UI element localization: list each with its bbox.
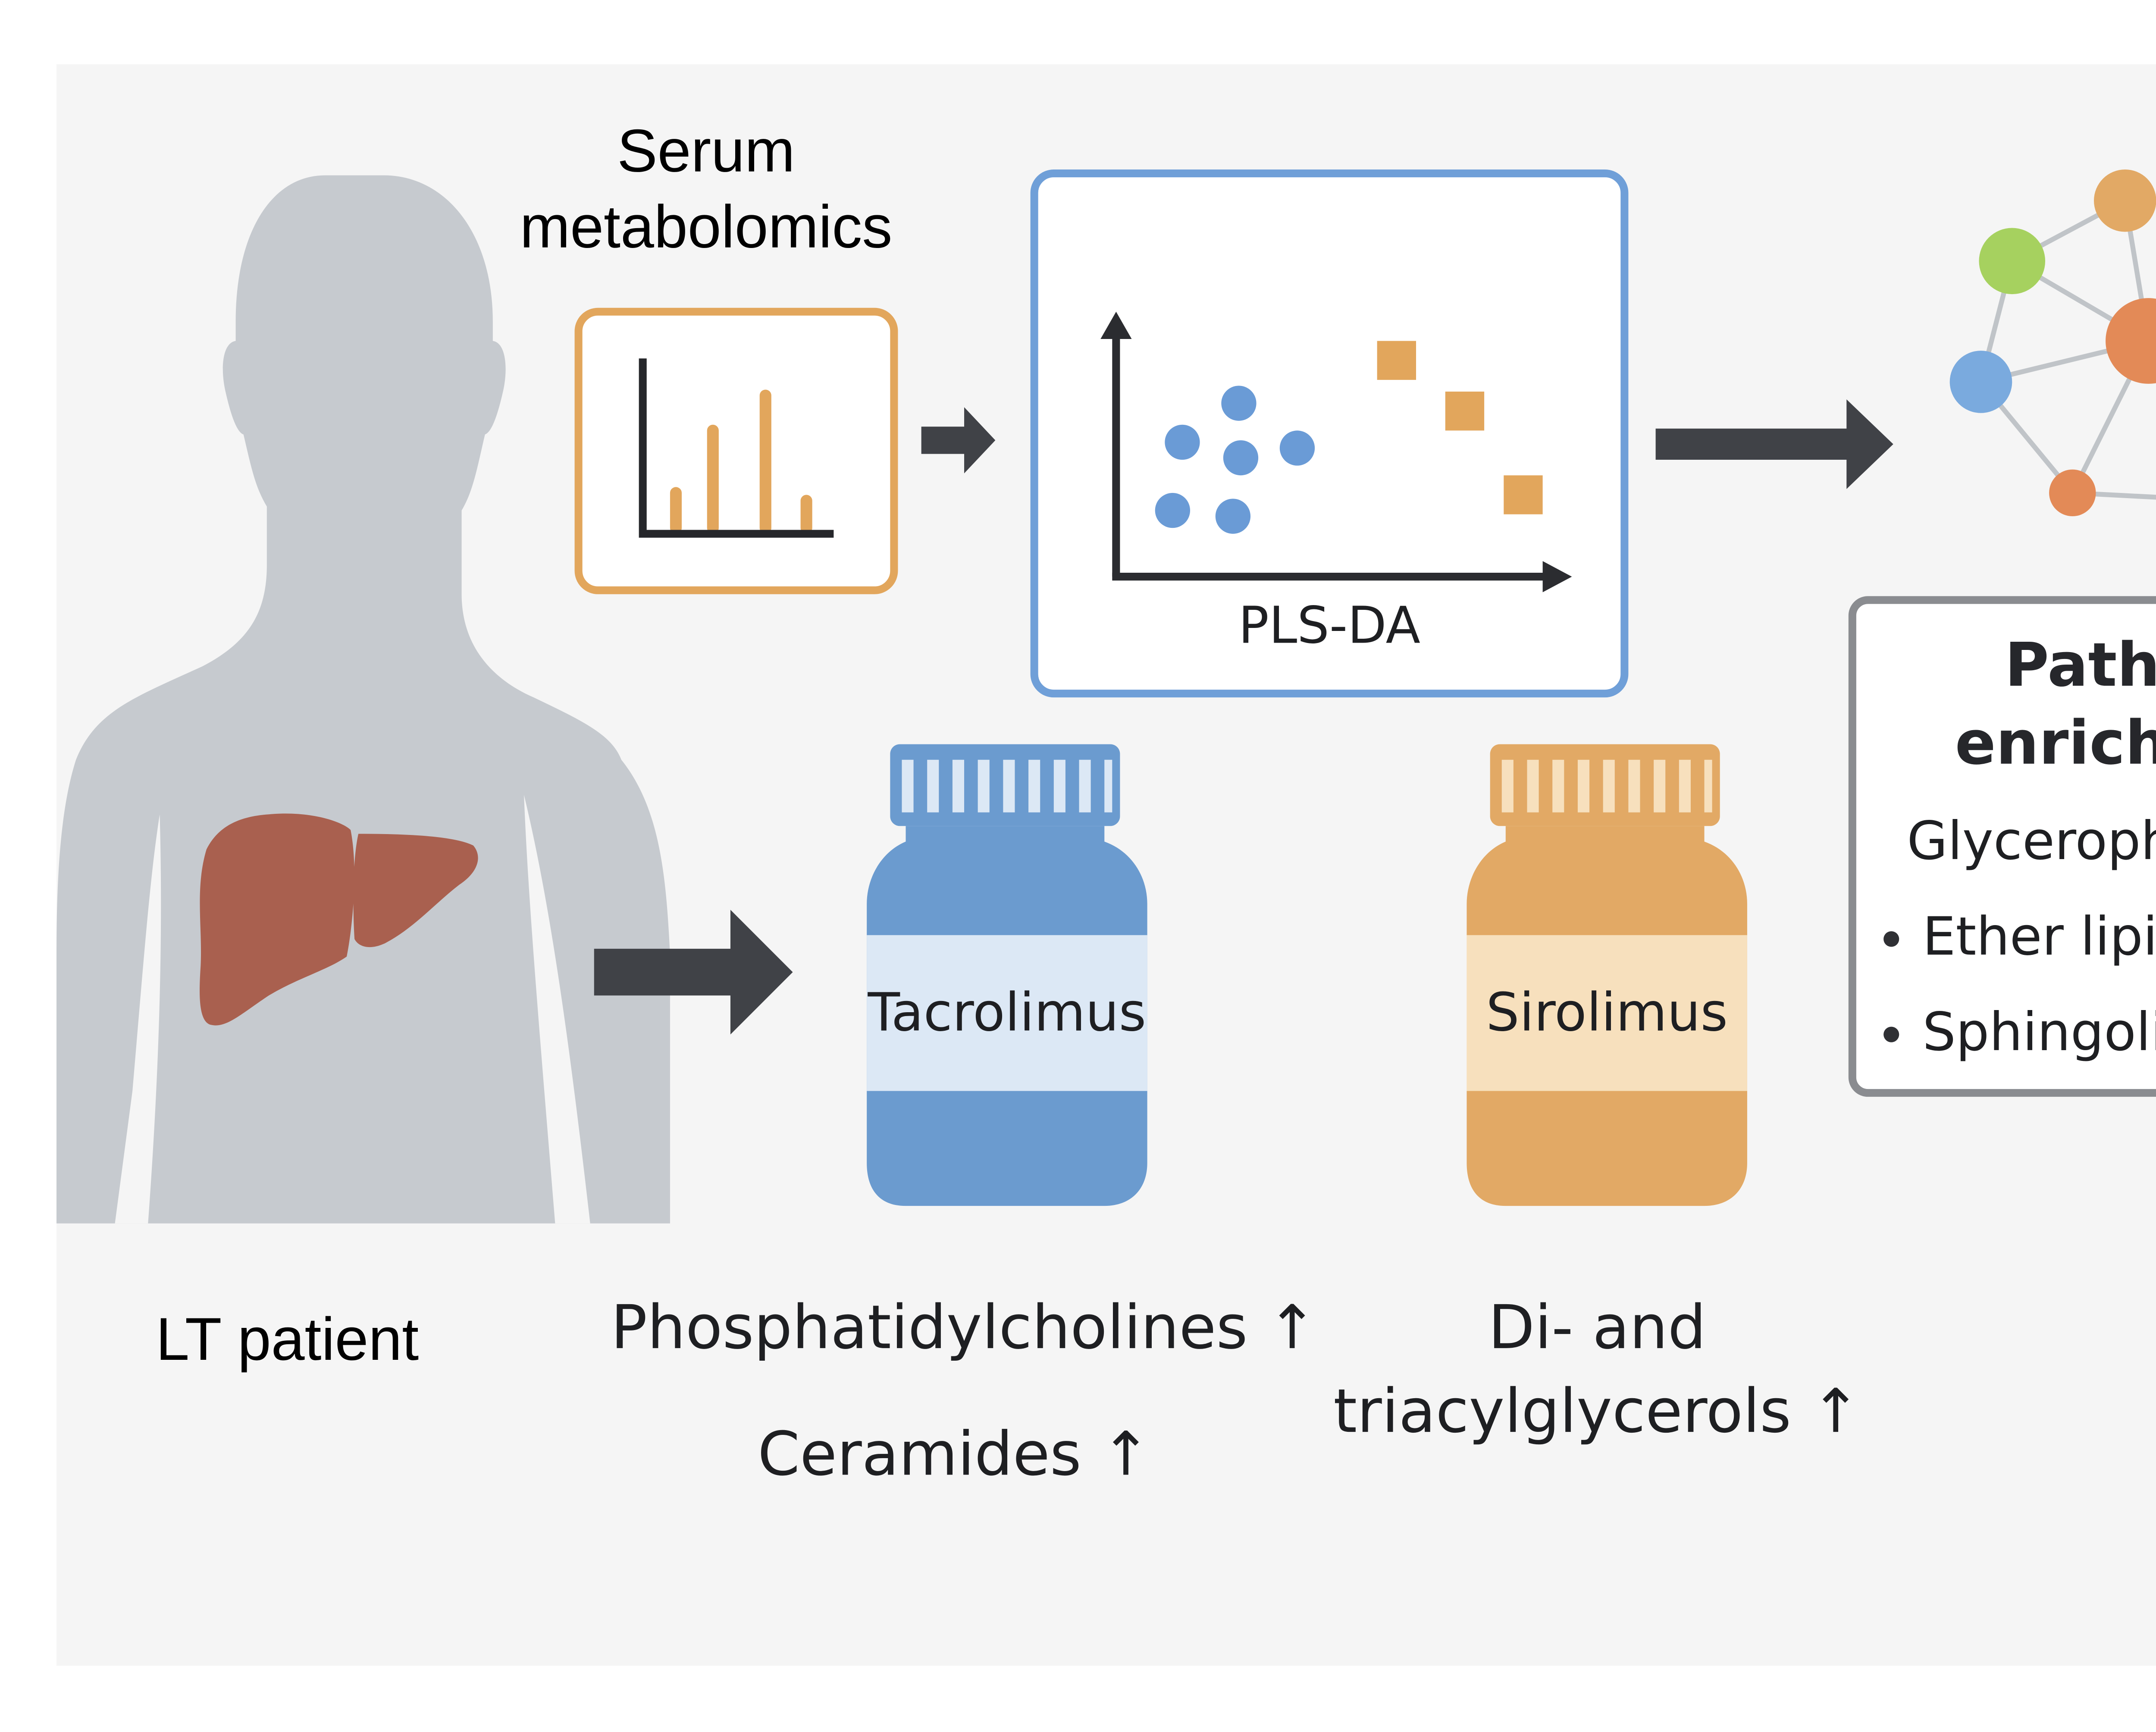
serum-metabolomics-box bbox=[574, 307, 898, 594]
scatter-point bbox=[1155, 493, 1191, 528]
bullet-icon bbox=[1883, 1026, 1899, 1042]
pathway-list: Glycerophospholipid Ether lipid Sphingol… bbox=[1856, 795, 2156, 1081]
pathway-item: Sphingolipid bbox=[1856, 986, 2156, 1081]
network-icon bbox=[1949, 169, 2156, 517]
serum-title-line-1: Serum bbox=[617, 117, 795, 185]
pill-bottle-icon bbox=[1467, 744, 1747, 1206]
bar-3 bbox=[759, 389, 771, 534]
pathway-title-line-2: enrichment bbox=[1955, 709, 2156, 779]
pathway-item-label: Ether lipid bbox=[1922, 908, 2156, 969]
tacrolimus-label: Tacrolimus bbox=[868, 982, 1147, 1043]
sirolimus-label: Sirolimus bbox=[1486, 982, 1728, 1043]
scatter-point bbox=[1165, 424, 1200, 460]
pill-bottle-icon bbox=[867, 744, 1147, 1206]
bar-4 bbox=[800, 495, 812, 534]
sirolimus-effect-line-2: triacylglycerols ↑ bbox=[1333, 1377, 1861, 1448]
tacrolimus-effect-2: Ceramides ↑ bbox=[758, 1420, 1151, 1490]
network-node bbox=[2094, 169, 2156, 232]
scatter-point bbox=[1215, 499, 1251, 534]
pathway-item: Glycerophospholipid bbox=[1856, 795, 2156, 890]
right-arrow-icon bbox=[1655, 399, 1893, 489]
bar-2 bbox=[707, 424, 719, 534]
tacrolimus-effect-1: Phosphatidylcholines ↑ bbox=[611, 1293, 1318, 1364]
scatter-plot-icon bbox=[1100, 311, 1572, 593]
serum-metabolomics-title: Serum metabolomics bbox=[477, 113, 935, 265]
scatter-square bbox=[1504, 475, 1543, 515]
patient-label: LT patient bbox=[156, 1305, 419, 1374]
pathway-item: Ether lipid bbox=[1856, 890, 2156, 985]
scatter-point bbox=[1279, 430, 1315, 466]
network-node bbox=[2106, 298, 2156, 384]
network-node bbox=[1949, 351, 2012, 413]
scatter-square bbox=[1445, 391, 1485, 431]
pathway-title: Pathway enrichment bbox=[1856, 628, 2156, 783]
right-arrow-icon bbox=[594, 910, 793, 1035]
network-node bbox=[1979, 228, 2046, 295]
pathway-title-line-1: Pathway bbox=[2005, 631, 2156, 702]
sirolimus-effect-line-1: Di- and bbox=[1488, 1293, 1706, 1364]
bar-1 bbox=[670, 487, 682, 534]
right-arrow-icon bbox=[921, 407, 996, 474]
chart-axes bbox=[639, 358, 834, 538]
scatter-square bbox=[1377, 341, 1416, 380]
pathway-item-label: Glycerophospholipid bbox=[1907, 812, 2156, 873]
pls-da-label: PLS-DA bbox=[1238, 598, 1420, 657]
pathway-item-label: Sphingolipid bbox=[1922, 1003, 2156, 1064]
bar-chart-icon bbox=[639, 358, 834, 538]
serum-title-line-2: metabolomics bbox=[520, 193, 893, 261]
pls-da-box bbox=[1030, 169, 1629, 698]
scatter-point bbox=[1223, 440, 1259, 476]
network-node bbox=[2049, 469, 2096, 517]
liver-icon bbox=[200, 813, 478, 1026]
pathway-enrichment-box: Pathway enrichment Glycerophospholipid E… bbox=[1848, 596, 2156, 1097]
bullet-icon bbox=[1883, 930, 1899, 946]
scatter-point bbox=[1221, 386, 1257, 421]
